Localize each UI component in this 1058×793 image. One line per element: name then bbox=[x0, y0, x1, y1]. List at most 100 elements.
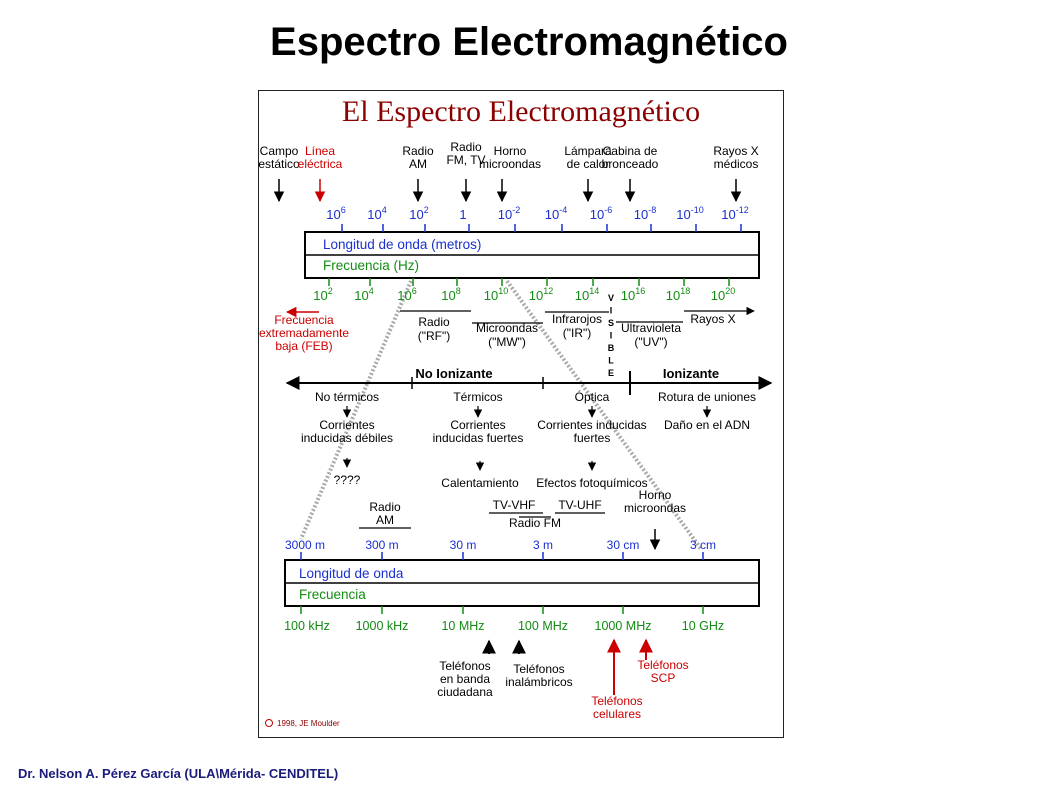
effect-consequence: ???? bbox=[334, 473, 361, 487]
lower-wavelength-tick-label: 30 cm bbox=[607, 538, 640, 552]
source-label: Rayos X bbox=[713, 144, 758, 158]
source-label: de calor bbox=[567, 157, 610, 171]
visible-letter: L bbox=[608, 356, 614, 366]
effect-consequence: Efectos fotoquímicos bbox=[536, 476, 647, 490]
lower-frequency-tick-label: 100 MHz bbox=[518, 619, 568, 633]
region-label: ("RF") bbox=[418, 329, 451, 343]
wavelength-tick-label: 10-12 bbox=[721, 205, 748, 222]
lower-frequency-tick-label: 1000 MHz bbox=[595, 619, 652, 633]
lower-wavelength-tick-label: 300 m bbox=[365, 538, 398, 552]
wavelength-tick-label: 1 bbox=[459, 207, 466, 222]
wavelength-tick-label: 10-6 bbox=[590, 205, 612, 222]
phone-label: ciudadana bbox=[437, 685, 493, 699]
lower-source-label: microondas bbox=[624, 501, 686, 515]
ionization-axis: No Ionizante Ionizante bbox=[285, 366, 773, 395]
wavelength-tick-label: 10-2 bbox=[498, 205, 520, 222]
visible-letter: I bbox=[610, 306, 613, 316]
effect-consequence: Calentamiento bbox=[441, 476, 519, 490]
region-label: Rayos X bbox=[690, 312, 735, 326]
source-label: Línea bbox=[305, 144, 335, 158]
frequency-tick-label: 1012 bbox=[529, 286, 553, 303]
frequency-tick-label: 104 bbox=[354, 286, 373, 303]
phone-label: celulares bbox=[593, 707, 641, 721]
zoom-guide-left bbox=[299, 280, 413, 540]
phone-label: Teléfonos bbox=[591, 694, 642, 708]
frequency-tick-label: 1020 bbox=[711, 286, 735, 303]
feb-label: Frecuencia bbox=[274, 313, 334, 327]
region-label: ("UV") bbox=[634, 335, 667, 349]
effect-category: Óptica bbox=[575, 389, 610, 404]
source-label: Radio bbox=[450, 140, 482, 154]
source-label: Horno bbox=[494, 144, 527, 158]
phone-label: Teléfonos bbox=[513, 662, 564, 676]
lower-wavelength-tick-label: 3 m bbox=[533, 538, 553, 552]
lower-source-label: AM bbox=[376, 513, 394, 527]
effect-current: Corrientes inducidas bbox=[537, 418, 646, 432]
wavelength-tick-label: 10-8 bbox=[634, 205, 656, 222]
source-label: AM bbox=[409, 157, 427, 171]
source-label: microondas bbox=[479, 157, 541, 171]
figure-title: El Espectro Electromagnético bbox=[342, 95, 700, 128]
lower-frequency-tick-label: 1000 kHz bbox=[356, 619, 409, 633]
lower-frequency-tick-label: 10 GHz bbox=[682, 619, 724, 633]
source-label: Lámpara bbox=[564, 144, 612, 158]
copyright-icon bbox=[265, 719, 273, 727]
spectrum-figure: El Espectro Electromagnético Longitud de… bbox=[258, 90, 784, 738]
zoom-guide-right bbox=[505, 279, 703, 551]
region-label: Infrarojos bbox=[552, 312, 602, 326]
wavelength-tick-label: 104 bbox=[367, 205, 386, 222]
visible-letter: I bbox=[610, 331, 613, 341]
effect-category: Térmicos bbox=[453, 390, 502, 404]
wavelength-tick-label: 10-4 bbox=[545, 205, 567, 222]
effect-current: inducidas fuertes bbox=[433, 431, 524, 445]
source-label: Radio bbox=[402, 144, 434, 158]
frequency-tick-label: 1010 bbox=[484, 286, 508, 303]
phone-label: inalámbricos bbox=[505, 675, 572, 689]
frequency-tick-label: 1018 bbox=[666, 286, 690, 303]
source-label: médicos bbox=[714, 157, 759, 171]
frequency-tick-label: 102 bbox=[313, 286, 332, 303]
effect-current: Corrientes bbox=[319, 418, 374, 432]
phone-label: Teléfonos bbox=[637, 658, 688, 672]
ionizing-label: Ionizante bbox=[663, 366, 719, 381]
wavelength-tick-label: 102 bbox=[409, 205, 428, 222]
region-label: Radio bbox=[418, 315, 450, 329]
visible-letter: E bbox=[608, 368, 614, 378]
lower-frequency-label: Frecuencia bbox=[299, 587, 366, 602]
lower-wavelength-tick-label: 30 m bbox=[450, 538, 477, 552]
effect-current: inducidas débiles bbox=[301, 431, 393, 445]
source-label: Cabina de bbox=[603, 144, 658, 158]
lower-frequency-tick-label: 10 MHz bbox=[441, 619, 484, 633]
source-label: estático bbox=[259, 157, 300, 171]
spectrum-diagram: El Espectro Electromagnético Longitud de… bbox=[258, 95, 773, 728]
frequency-tick-label: 1014 bbox=[575, 286, 599, 303]
lower-frequency-tick-label: 100 kHz bbox=[284, 619, 330, 633]
non-ionizing-label: No Ionizante bbox=[415, 366, 492, 381]
slide-title: Espectro Electromagnético bbox=[270, 20, 788, 64]
lower-source-label: TV-VHF bbox=[493, 498, 536, 512]
frequency-tick-label: 108 bbox=[441, 286, 460, 303]
upper-band: Longitud de onda (metros) Frecuencia (Hz… bbox=[304, 231, 760, 279]
upper-wavelength-label: Longitud de onda (metros) bbox=[323, 237, 481, 252]
effect-current: fuertes bbox=[574, 431, 611, 445]
lower-band: Longitud de onda Frecuencia bbox=[284, 559, 760, 607]
lower-wavelength-tick-label: 3 cm bbox=[690, 538, 716, 552]
effect-category: Rotura de uniones bbox=[658, 390, 756, 404]
feb-label: extremadamente bbox=[259, 326, 349, 340]
frequency-tick-label: 106 bbox=[397, 286, 416, 303]
lower-wavelength-tick-label: 3000 m bbox=[285, 538, 325, 552]
phone-label: en banda bbox=[440, 672, 490, 686]
source-label: FM, TV bbox=[446, 153, 485, 167]
effect-category: No térmicos bbox=[315, 390, 379, 404]
source-label: Campo bbox=[260, 144, 299, 158]
wavelength-tick-label: 10-10 bbox=[676, 205, 703, 222]
visible-letter: B bbox=[608, 343, 615, 353]
effect-current: Daño en el ADN bbox=[664, 418, 750, 432]
wavelength-tick-label: 106 bbox=[326, 205, 345, 222]
lower-source-label: Radio FM bbox=[509, 516, 561, 530]
lower-wavelength-label: Longitud de onda bbox=[299, 566, 404, 581]
upper-frequency-label: Frecuencia (Hz) bbox=[323, 258, 419, 273]
copyright-text: 1998, JE Moulder bbox=[277, 719, 340, 728]
feb-label: baja (FEB) bbox=[275, 339, 332, 353]
footer-credit: Dr. Nelson A. Pérez García (ULA\Mérida- … bbox=[18, 766, 339, 781]
